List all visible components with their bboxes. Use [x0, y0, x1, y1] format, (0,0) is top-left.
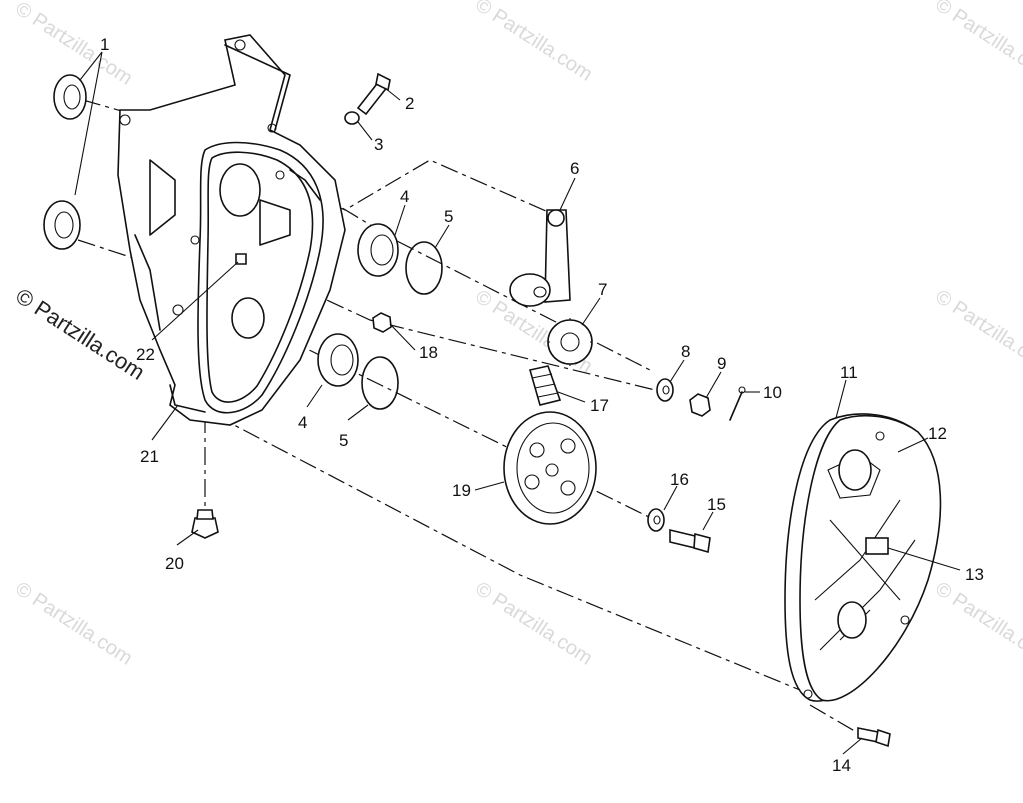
callout-17: 17	[590, 396, 609, 415]
callout-4-upper: 4	[400, 187, 409, 206]
washer-upper	[656, 378, 674, 402]
callout-16: 16	[670, 470, 689, 489]
bolt-upper	[356, 72, 391, 116]
callout-12: 12	[928, 424, 947, 443]
seal-upper	[53, 74, 87, 120]
callout-9: 9	[717, 354, 726, 373]
leader-lines	[74, 51, 961, 755]
watermark-top-right: © Partzilla.com	[931, 0, 1023, 86]
callout-22: 22	[136, 345, 155, 364]
watermark-mid-right: © Partzilla.com	[931, 286, 1023, 378]
stud	[235, 253, 247, 265]
snap-ring-upper	[405, 241, 443, 295]
nut-middle	[372, 312, 392, 333]
callout-4-lower: 4	[298, 413, 307, 432]
watermark-top-center: © Partzilla.com	[471, 0, 596, 86]
watermark-bottom-left: © Partzilla.com	[11, 578, 136, 670]
callout-13: 13	[965, 565, 984, 584]
nut-small-upper	[344, 111, 360, 125]
callout-1: 1	[100, 35, 109, 54]
cotter-pin	[729, 386, 746, 421]
callout-11: 11	[840, 363, 858, 382]
nut-upper	[689, 393, 711, 417]
callout-20: 20	[165, 554, 184, 573]
watermark-bottom-right: © Partzilla.com	[931, 578, 1023, 670]
seal-lower	[43, 200, 81, 250]
callout-14: 14	[832, 756, 851, 775]
sprocket-upper	[547, 318, 593, 366]
callout-8: 8	[681, 342, 690, 361]
callout-5-lower: 5	[339, 431, 348, 450]
callout-10: 10	[763, 383, 782, 402]
snap-ring-lower	[361, 356, 399, 410]
drain-plug	[191, 509, 219, 539]
chaincase-cover	[799, 415, 942, 702]
bearing-upper	[357, 223, 399, 277]
bearing-lower	[317, 333, 359, 387]
watermark-dark: © Partzilla.com	[11, 283, 149, 385]
tensioner-arm	[509, 209, 571, 307]
callout-15: 15	[707, 495, 726, 514]
bolt-lower	[669, 528, 711, 554]
callout-19: 19	[452, 481, 471, 500]
sprocket-lower	[503, 411, 597, 525]
callout-numbers: 1 2 3 4 5 6 7 8 9 10 11 12 13 14 15 16 1…	[100, 35, 984, 775]
callout-7: 7	[598, 280, 607, 299]
callout-5-upper: 5	[444, 207, 453, 226]
callout-2: 2	[405, 94, 414, 113]
callout-6: 6	[570, 159, 579, 178]
drive-chain	[528, 365, 562, 406]
callout-3: 3	[374, 135, 383, 154]
chaincase-housing	[117, 34, 346, 426]
washer-lower	[647, 508, 665, 532]
callout-21: 21	[140, 447, 159, 466]
cover-bolt	[857, 727, 891, 748]
callout-18: 18	[419, 343, 438, 362]
watermark-bottom-center: © Partzilla.com	[471, 578, 596, 670]
